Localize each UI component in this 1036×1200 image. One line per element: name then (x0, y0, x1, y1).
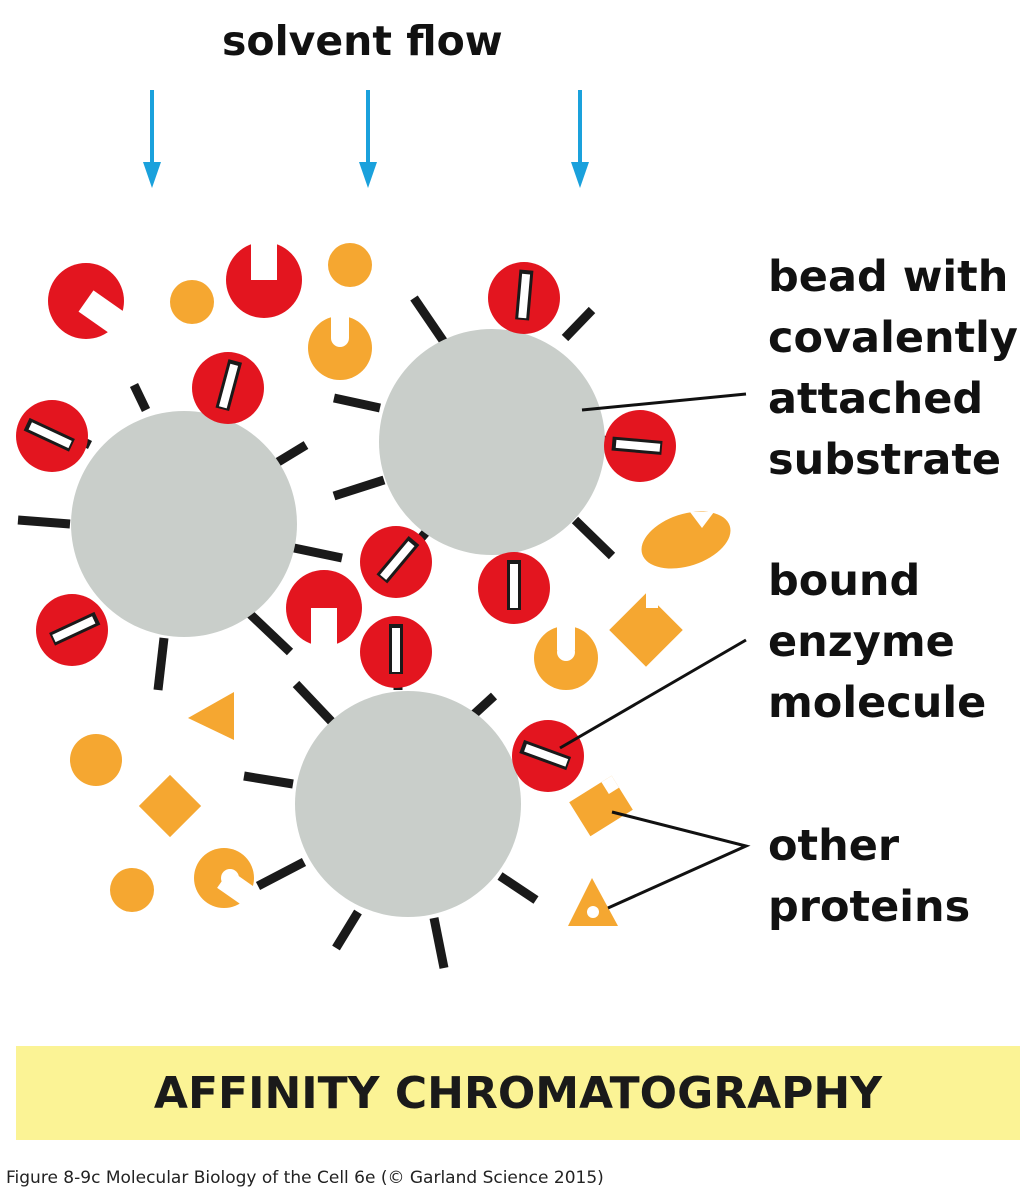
bead-label-line: covalently (768, 313, 1018, 363)
other-protein (569, 775, 633, 837)
bead-label: bead with covalently attached substrate (768, 247, 1018, 491)
bead-label-line: bead with (768, 252, 1009, 302)
protein-dot (70, 734, 122, 786)
flow-arrow-icon (143, 90, 161, 188)
other-protein (609, 592, 683, 667)
enzyme-label-line: molecule (768, 678, 987, 728)
proteins-label-line: other (768, 821, 900, 871)
flow-arrows (143, 90, 589, 188)
title-banner: AFFINITY CHROMATOGRAPHY (16, 1046, 1020, 1140)
flow-arrow-icon (359, 90, 377, 188)
bead (332, 288, 633, 591)
other-protein (534, 624, 598, 690)
other-protein (308, 314, 372, 380)
proteins-label: other proteins (768, 816, 970, 938)
bound-enzyme (36, 594, 108, 666)
bound-enzyme (16, 400, 88, 472)
bound-enzyme (488, 262, 560, 334)
bead (243, 660, 543, 969)
other-protein (194, 848, 256, 908)
bound-enzyme (478, 552, 550, 624)
bound-enzyme (512, 720, 584, 792)
flow-arrow-icon (571, 90, 589, 188)
bound-enzyme (360, 616, 432, 688)
free-enzyme (226, 238, 302, 318)
other-protein (70, 243, 372, 912)
proteins-label-line: proteins (768, 882, 971, 932)
solvent-flow-label: solvent flow (222, 17, 503, 65)
other-protein (641, 511, 731, 569)
bound-enzyme (360, 526, 432, 598)
protein-dot (170, 280, 214, 324)
bead-label-line: attached (768, 374, 984, 424)
other-protein (138, 774, 202, 838)
enzyme-label: bound enzyme molecule (768, 551, 986, 734)
enzyme-label-line: bound (768, 556, 921, 606)
free-enzyme (286, 570, 362, 650)
enzyme-leader-line (559, 638, 747, 750)
other-protein (568, 878, 618, 926)
proteins-leader-line (607, 810, 751, 910)
bead-label-line: substrate (768, 435, 1002, 485)
leader-lines (559, 392, 751, 910)
bound-enzyme (604, 410, 676, 482)
protein-dot (110, 868, 154, 912)
free-enzyme (48, 263, 128, 339)
bound-enzyme (192, 352, 264, 424)
bead-leader-line (581, 392, 747, 412)
other-protein (188, 692, 234, 740)
protein-dot (328, 243, 372, 287)
enzyme-label-line: enzyme (768, 617, 955, 667)
figure-caption: Figure 8-9c Molecular Biology of the Cel… (6, 1168, 604, 1188)
banner-title: AFFINITY CHROMATOGRAPHY (153, 1067, 883, 1119)
